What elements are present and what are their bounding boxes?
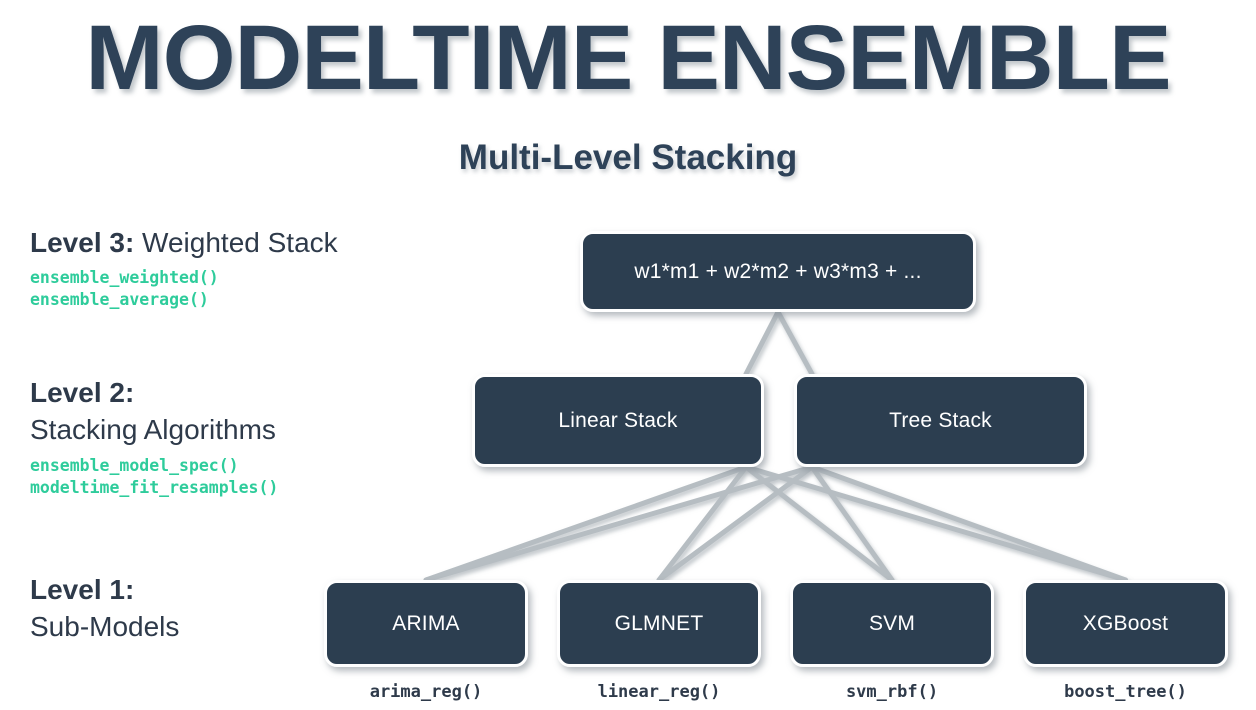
edge-linear-stack-to-xgboost bbox=[743, 464, 1128, 583]
edge-tree-stack-to-svm bbox=[809, 464, 895, 583]
node-label-linear-stack: Linear Stack bbox=[558, 408, 678, 432]
edge-weighted-stack-to-linear-stack bbox=[743, 309, 781, 377]
level-1-label: Level 1: bbox=[30, 574, 135, 605]
level-3-description: Level 3: Weighted Stack ensemble_weighte… bbox=[30, 225, 338, 311]
level-2-label: Level 2: bbox=[30, 377, 135, 408]
level-3-title: Weighted Stack bbox=[134, 227, 338, 258]
node-label-svm: SVM bbox=[868, 611, 916, 635]
edge-linear-stack-to-glmnet bbox=[656, 464, 749, 583]
node-label-arima: ARIMA bbox=[392, 611, 460, 635]
level-1-title: Sub-Models bbox=[30, 611, 180, 642]
level-3-heading: Level 3: Weighted Stack bbox=[30, 225, 338, 261]
node-label-weighted-stack: w1*m1 + w2*m2 + w3*m3 + ... bbox=[634, 259, 922, 283]
node-label-tree-stack: Tree Stack bbox=[889, 408, 992, 432]
node-label-xgboost: XGBoost bbox=[1082, 611, 1169, 635]
page-subtitle: Multi-Level Stacking bbox=[458, 138, 798, 177]
node-weighted-stack[interactable]: w1*m1 + w2*m2 + w3*m3 + ... bbox=[580, 231, 976, 312]
level-1-description: Level 1: Sub-Models bbox=[30, 572, 179, 646]
caption-glmnet: linear_reg() bbox=[597, 682, 721, 702]
page-title: MODELTIME ENSEMBLE bbox=[85, 7, 1171, 109]
edge-linear-stack-to-svm bbox=[743, 464, 895, 583]
node-label-glmnet: GLMNET bbox=[614, 611, 704, 635]
edge-weighted-stack-to-tree-stack bbox=[775, 309, 815, 377]
caption-xgboost: boost_tree() bbox=[1064, 682, 1187, 702]
node-linear-stack[interactable]: Linear Stack bbox=[472, 374, 764, 467]
edge-tree-stack-to-glmnet bbox=[656, 464, 815, 583]
caption-svm: svm_rbf() bbox=[845, 682, 939, 702]
level-1-heading: Level 1: bbox=[30, 572, 179, 608]
node-glmnet[interactable]: GLMNET bbox=[557, 580, 761, 667]
level-3-code-line-1: ensemble_weighted() bbox=[30, 268, 219, 287]
level-2-heading: Level 2: bbox=[30, 375, 278, 411]
level-3-code-line-2: ensemble_average() bbox=[30, 290, 209, 309]
edge-tree-stack-to-xgboost bbox=[809, 464, 1128, 583]
caption-arima: arima_reg() bbox=[369, 682, 483, 702]
level-3-label: Level 3: bbox=[30, 227, 135, 258]
node-xgboost[interactable]: XGBoost bbox=[1023, 580, 1228, 667]
node-arima[interactable]: ARIMA bbox=[324, 580, 528, 667]
edge-tree-stack-to-arima bbox=[423, 464, 815, 583]
node-svm[interactable]: SVM bbox=[790, 580, 994, 667]
node-tree-stack[interactable]: Tree Stack bbox=[794, 374, 1087, 467]
level-2-code-line-1: ensemble_model_spec() bbox=[30, 456, 239, 475]
edge-linear-stack-to-arima bbox=[423, 464, 749, 583]
level-2-title: Stacking Algorithms bbox=[30, 414, 276, 445]
level-2-description: Level 2: Stacking Algorithms ensemble_mo… bbox=[30, 375, 278, 499]
level-2-code-line-2: modeltime_fit_resamples() bbox=[30, 478, 279, 497]
